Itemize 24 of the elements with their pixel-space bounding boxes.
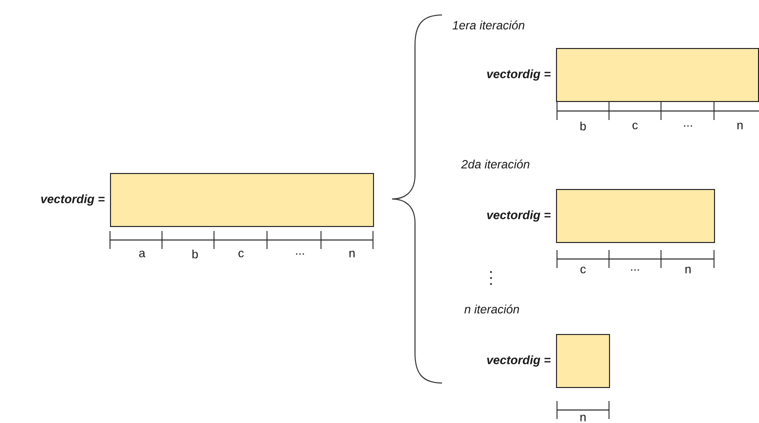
segment-label: n [737,122,743,130]
segment-label: c [580,266,586,274]
segment-label: b [580,122,586,130]
array-box [556,189,715,243]
segment-label: n [580,414,586,422]
segment-label: c [238,250,244,258]
iteration-heading: 1era iteración [452,20,524,30]
variable-label: vectordig = [487,355,551,367]
segment-label: ... [684,125,692,127]
segment-label: ... [296,253,304,255]
iteration-heading: 2da iteración [461,160,530,168]
segment-label: c [632,122,638,130]
array-box [110,173,374,227]
segment-label: n [349,250,355,258]
variable-label: vectordig = [487,69,551,81]
segment-label: ... [631,269,639,271]
segment-label: a [139,250,146,258]
iteration-heading: n iteración [464,304,520,314]
segment-label: b [192,250,198,258]
variable-label: vectordig = [487,210,551,222]
array-box [556,334,610,388]
segment-label: n [685,266,691,274]
variable-label: vectordig = [41,194,105,206]
array-box [556,48,759,102]
